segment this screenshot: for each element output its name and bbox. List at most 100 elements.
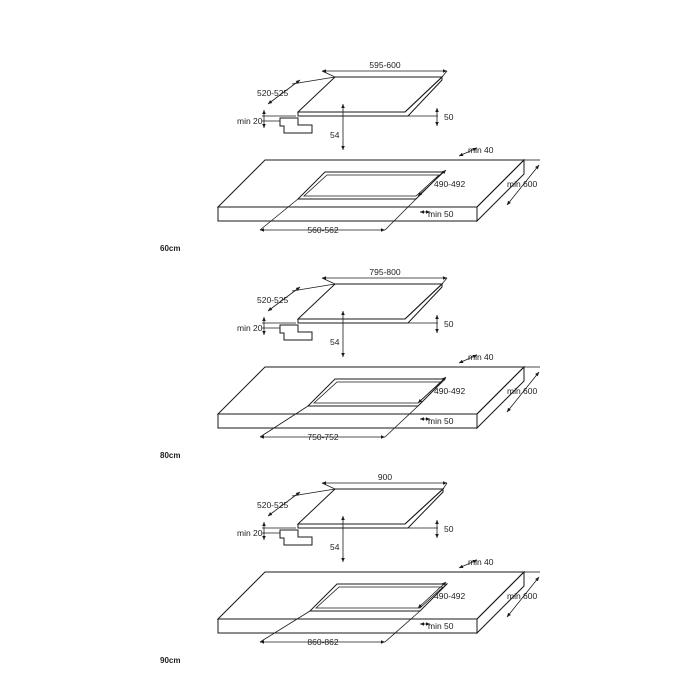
dim-min-depth-arrow-end [535, 165, 539, 170]
dim-hob-depth [267, 286, 301, 312]
dim-min-side-arrow-end [426, 417, 430, 421]
dim-cutout-height-arrow-start [341, 104, 345, 108]
dim-min-front-arrow-start [459, 359, 464, 364]
label-hob-depth: 520-525 [257, 88, 288, 98]
cutout-outer [306, 378, 447, 407]
label-hob-width: 595-600 [369, 60, 400, 70]
dim-hob-depth-arrow-start [268, 512, 273, 516]
dim-hob-width-ext-l [321, 482, 336, 490]
dim-hob-depth-arrow-end [295, 80, 300, 84]
hob-top-surface [296, 283, 444, 320]
dim-min-front-arrow-start [459, 564, 464, 569]
countertop-side-face [476, 365, 525, 430]
dim-cutout-width-arrow-end [381, 228, 385, 232]
dim-hob-depth-arrow-end [295, 492, 300, 496]
label-size-1: 80cm [160, 451, 180, 460]
label-min-gap: min 20 [237, 323, 263, 333]
label-hob-width: 795-800 [369, 267, 400, 277]
dim-cutout-depth-arrow-start [418, 191, 423, 196]
dim-cutout-width-ext-r [384, 610, 421, 643]
label-hob-width: 900 [378, 472, 392, 482]
cutout-outer [308, 583, 449, 612]
dim-cutout-width-ext-r [384, 405, 419, 438]
dim-cutout-depth-arrow-start [418, 398, 423, 403]
label-cutout-height: 54 [330, 130, 340, 140]
label-min-depth: min 600 [507, 591, 538, 601]
hob-top-surface [296, 76, 444, 113]
label-cutout-height: 54 [330, 542, 340, 552]
label-cutout-width: 860-862 [307, 637, 338, 647]
countertop-top-face [216, 366, 526, 415]
dim-cutout-depth-arrow-start [418, 603, 423, 608]
dim-cutout-depth-arrow-end [441, 582, 446, 587]
dim-cutout-width-arrow-end [381, 435, 385, 439]
dim-hob-width-arrow-start [322, 276, 326, 280]
dim-min-side-arrow-start [420, 210, 424, 214]
dim-hob-width-ext-r [442, 482, 448, 490]
hob-drawing: 520-525 595-600 50 min 20 54 [237, 60, 454, 150]
dim-cutout-depth [417, 581, 447, 609]
label-cutout-depth: 490-492 [434, 591, 465, 601]
dim-hob-width-ext-r [441, 277, 448, 285]
dim-min-gap-arrow-end [262, 331, 266, 335]
label-min-gap: min 20 [237, 116, 263, 126]
cutout-inner [314, 586, 445, 609]
dim-cutout-width-ext-l [259, 198, 299, 231]
dim-min-gap-arrow-end [262, 124, 266, 128]
dim-hob-height-arrow-start [435, 108, 439, 112]
dim-cutout-width-arrow-end [381, 640, 385, 644]
dim-cutout-width-ext-l [259, 405, 309, 438]
dim-hob-depth-arrow-end [295, 287, 300, 291]
dim-hob-height-arrow-end [435, 122, 439, 126]
dim-hob-width-arrow-end [443, 69, 447, 73]
label-min-front: min 40 [468, 352, 494, 362]
dim-cutout-width-ext-r [384, 198, 417, 231]
label-cutout-width: 560-562 [307, 225, 338, 235]
dim-hob-depth [267, 491, 301, 517]
dim-min-depth-arrow-end [535, 577, 539, 582]
dim-cutout-depth-arrow-end [441, 377, 446, 382]
dim-cutout-depth-arrow-end [441, 170, 446, 175]
dim-min-side-arrow-end [426, 622, 430, 626]
dim-min-depth [506, 576, 540, 618]
dim-cutout-height-arrow-end [341, 353, 345, 357]
dim-hob-width-arrow-end [443, 481, 447, 485]
dim-hob-depth-ext [291, 283, 336, 292]
label-min-side: min 50 [428, 209, 454, 219]
dim-cutout-depth [417, 376, 447, 404]
dim-min-gap-arrow-end [262, 536, 266, 540]
dim-min-depth-arrow-start [507, 612, 511, 617]
dim-min-gap-arrow-start [262, 110, 266, 114]
dim-hob-height-arrow-start [435, 315, 439, 319]
label-cutout-depth: 490-492 [434, 386, 465, 396]
label-hob-depth: 520-525 [257, 500, 288, 510]
dim-min-side-arrow-end [426, 210, 430, 214]
dim-hob-depth-ext [291, 488, 336, 497]
label-hob-height: 50 [444, 112, 454, 122]
dim-min-front-arrow-end [472, 354, 477, 359]
hob-body-profile [279, 324, 313, 341]
dim-hob-height-arrow-end [435, 329, 439, 333]
countertop-side-face [476, 158, 525, 223]
dim-min-depth-arrow-end [535, 372, 539, 377]
dim-min-side-arrow-start [420, 622, 424, 626]
dim-cutout-width-ext-l [259, 610, 311, 643]
label-min-front: min 40 [468, 557, 494, 567]
label-cutout-height: 54 [330, 337, 340, 347]
dim-hob-width-arrow-end [443, 276, 447, 280]
label-hob-height: 50 [444, 319, 454, 329]
dim-hob-width-ext-l [321, 277, 336, 285]
label-size-0: 60cm [160, 244, 180, 253]
hob-body-profile [279, 117, 313, 134]
dim-min-side-arrow-start [420, 417, 424, 421]
dim-hob-depth [267, 79, 301, 105]
dim-min-front-arrow-end [472, 147, 477, 152]
dim-hob-depth-arrow-start [268, 100, 273, 104]
dim-cutout-height-arrow-end [341, 146, 345, 150]
label-min-gap: min 20 [237, 528, 263, 538]
dim-cutout-height-arrow-start [341, 311, 345, 315]
